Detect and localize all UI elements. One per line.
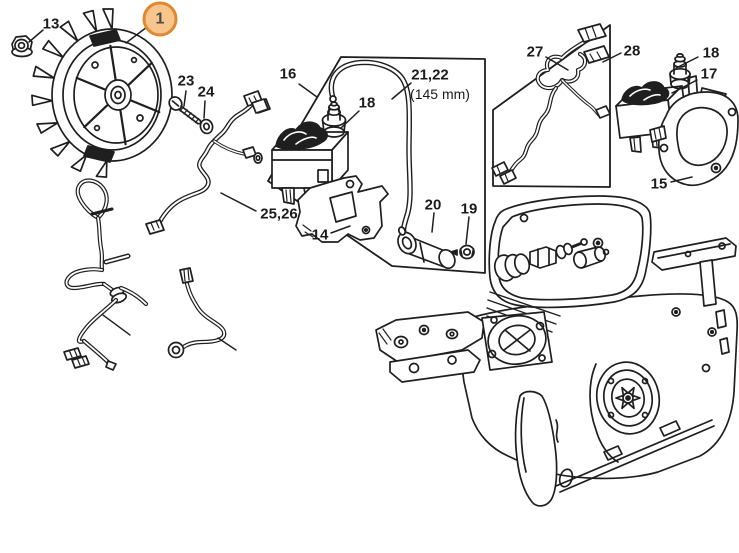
spark-plug-wire-drawing (328, 59, 413, 238)
terminal-nut-19-drawing (450, 244, 475, 260)
callout-21-22[interactable]: 21,22 (411, 66, 449, 84)
callout-15[interactable]: 15 (650, 175, 668, 193)
bracket-15-drawing (649, 87, 739, 187)
callout-28[interactable]: 28 (623, 42, 641, 60)
callout-1-badge[interactable]: 1 (142, 1, 178, 37)
callout-24[interactable]: 24 (197, 83, 215, 101)
flywheel-nut-drawing (11, 35, 33, 58)
callout-27[interactable]: 27 (526, 43, 544, 61)
callout-19[interactable]: 19 (460, 200, 478, 218)
callout-14[interactable]: 14 (311, 226, 329, 244)
callout-18b[interactable]: 18 (702, 44, 720, 62)
connector-fragments (251, 98, 269, 114)
callout-25-26[interactable]: 25,26 (260, 205, 298, 223)
leader-lines (28, 26, 699, 245)
callout-13[interactable]: 13 (42, 15, 60, 33)
callout-16[interactable]: 16 (279, 65, 297, 83)
flywheel-drawing (31, 8, 173, 178)
callout-23[interactable]: 23 (177, 72, 195, 90)
harness-27-drawing (491, 23, 611, 185)
callout-21-22-note: (145 mm) (410, 86, 470, 102)
engine-assembly-drawing (375, 195, 739, 507)
callout-18a[interactable]: 18 (358, 94, 376, 112)
callout-20[interactable]: 20 (424, 196, 442, 214)
washer-drawing (199, 118, 214, 135)
group-box-harness-27 (492, 24, 611, 188)
ground-wire-a-drawing (63, 178, 149, 371)
bracket-14-drawing (295, 175, 389, 243)
plug-boot-drawing (397, 226, 456, 270)
screw-drawing (168, 96, 203, 125)
callout-17[interactable]: 17 (700, 65, 718, 83)
wire-leader-stubs (102, 314, 237, 351)
ground-wire-b-drawing (167, 267, 227, 359)
